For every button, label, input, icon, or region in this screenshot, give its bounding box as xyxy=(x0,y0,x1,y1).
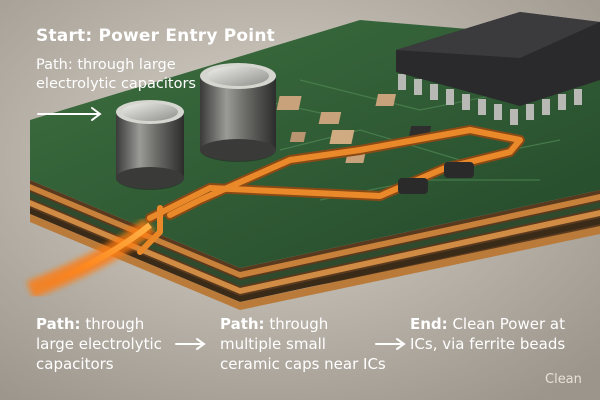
watermark: Clean xyxy=(545,372,582,387)
step-prefix: Path: xyxy=(36,315,81,333)
arrow-right-icon xyxy=(375,338,406,350)
ceramic-capacitors xyxy=(276,94,432,163)
step-text: through large electrolytic capacitors xyxy=(36,315,162,373)
step-text: through multiple small ceramic caps near… xyxy=(220,315,386,373)
pcb-layer-stack xyxy=(30,180,600,310)
diagram-title: Start: Power Entry Point xyxy=(36,26,275,46)
power-traces xyxy=(137,125,525,255)
arrow-right-icon xyxy=(37,107,102,121)
step-caption: End: Clean Power at ICs, via ferrite bea… xyxy=(410,314,595,354)
electrolytic-capacitor xyxy=(200,63,276,162)
power-entry-glow xyxy=(26,218,156,299)
electrolytic-capacitor xyxy=(116,100,184,190)
step-prefix: Path: xyxy=(220,315,265,333)
arrow-right-icon xyxy=(175,338,206,350)
step-text: Clean Power at ICs, via ferrite beads xyxy=(410,315,566,353)
step-caption: Path: through large electrolytic capacit… xyxy=(36,314,186,374)
step-caption: Path: through multiple small ceramic cap… xyxy=(220,314,390,374)
ferrite-beads xyxy=(398,162,474,194)
top-path-caption: Path: through large electrolytic capacit… xyxy=(36,57,196,92)
step-prefix: End: xyxy=(410,315,448,333)
ic-chip xyxy=(396,12,600,125)
